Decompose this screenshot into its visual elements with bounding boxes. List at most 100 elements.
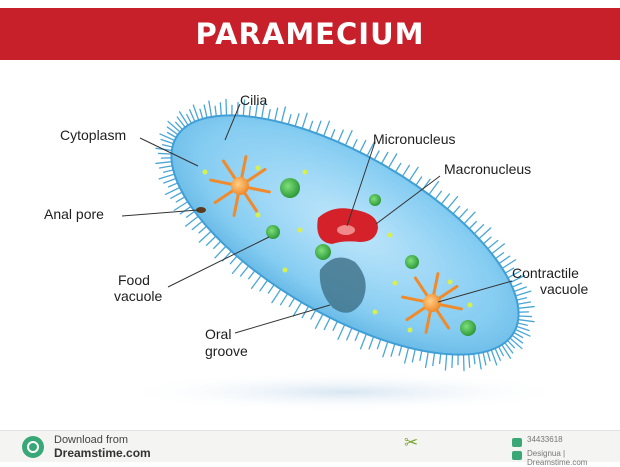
cilium	[252, 276, 262, 289]
cilium	[268, 285, 274, 293]
cilium	[435, 191, 441, 199]
label-micronucleus: Micronucleus	[373, 131, 455, 147]
cilium	[165, 187, 179, 194]
cilium	[192, 221, 202, 229]
cilium	[389, 154, 397, 168]
cilium	[295, 114, 299, 126]
cilium	[187, 115, 192, 124]
cilium	[249, 107, 250, 117]
cilium	[519, 316, 532, 317]
image-credit: Designua | Dreamstime.com	[527, 449, 620, 467]
cilium	[199, 231, 211, 242]
cilium	[517, 326, 529, 330]
cilium	[204, 105, 207, 118]
cell-shadow	[115, 372, 575, 412]
cilium	[440, 354, 441, 364]
cilium	[416, 177, 422, 185]
cilium	[377, 339, 380, 348]
cilium	[452, 354, 453, 367]
cilium	[315, 314, 322, 328]
credit-icon	[512, 451, 522, 460]
cilium	[159, 174, 174, 179]
cilium	[469, 354, 470, 367]
cilium	[479, 228, 491, 239]
cilium	[495, 348, 500, 360]
cilium	[209, 101, 212, 117]
cilium	[483, 237, 491, 244]
cilium	[159, 153, 172, 154]
cilium	[361, 334, 367, 349]
cilium	[516, 291, 531, 296]
cilium	[478, 353, 481, 369]
cilium	[281, 107, 285, 123]
label-food-vacuole-line2: vacuole	[114, 288, 162, 304]
image-id-icon	[512, 438, 522, 447]
cilium	[232, 261, 242, 273]
cilium	[302, 113, 307, 128]
cilium	[338, 325, 345, 340]
cilium	[260, 280, 268, 291]
cilium	[441, 194, 449, 204]
cilium	[518, 323, 528, 325]
download-footer: Download from Dreamstime.com ✂ 34433618 …	[0, 430, 620, 462]
cilium	[426, 352, 429, 368]
cilium	[514, 333, 523, 338]
cilium	[353, 140, 357, 149]
cilium	[288, 115, 291, 125]
cilium	[464, 212, 475, 224]
cilium	[391, 344, 395, 356]
cilium	[518, 320, 534, 322]
cilium	[502, 345, 511, 358]
cilium	[200, 109, 203, 119]
cilium	[249, 271, 255, 279]
cilium	[405, 348, 409, 364]
label-contractile-vacuole-line1: Contractile	[512, 265, 579, 281]
food-vacuole	[280, 178, 300, 198]
dreamstime-logo-icon	[22, 436, 44, 458]
label-macronucleus: Macronucleus	[444, 161, 531, 177]
cilium	[420, 351, 422, 361]
cilium	[164, 178, 176, 183]
cilium	[383, 342, 388, 357]
cilium	[186, 216, 199, 226]
cilium	[171, 192, 182, 198]
cilium	[399, 346, 402, 356]
cilium	[488, 240, 498, 248]
download-site-link[interactable]: Dreamstime.com	[54, 446, 151, 460]
cilium	[275, 108, 278, 121]
cilium	[193, 105, 198, 120]
cilium	[402, 165, 409, 176]
cilium	[241, 266, 249, 276]
cilium	[174, 202, 187, 211]
cilium	[220, 103, 221, 116]
cilium	[309, 121, 312, 130]
cilium	[215, 106, 216, 116]
cilium	[281, 294, 288, 305]
cilium	[345, 131, 352, 146]
cilium	[186, 211, 194, 217]
cilium	[474, 225, 483, 234]
cilium	[514, 287, 526, 292]
cilium	[347, 328, 352, 340]
cilium	[156, 162, 172, 164]
cilium	[268, 110, 270, 120]
cilium	[355, 331, 359, 340]
cilium	[272, 289, 281, 302]
download-from-text: Download from	[54, 434, 128, 446]
label-contractile-vacuole-line2: vacuole	[540, 281, 588, 297]
cilium	[168, 121, 180, 132]
contractile-vacuole-lower-center	[423, 294, 441, 312]
cilium	[190, 110, 195, 122]
cilium	[499, 256, 510, 263]
cilium	[491, 350, 496, 365]
cilium	[459, 209, 468, 219]
cilium	[180, 206, 191, 213]
cilium	[409, 167, 418, 180]
cilium	[474, 354, 475, 364]
label-food-vacuole-line1: Food	[118, 272, 150, 288]
cilium	[199, 226, 207, 233]
micronucleus	[337, 225, 355, 235]
cilium	[215, 246, 226, 258]
cilium	[164, 170, 174, 172]
contractile-vacuole-upper-center	[231, 177, 249, 195]
